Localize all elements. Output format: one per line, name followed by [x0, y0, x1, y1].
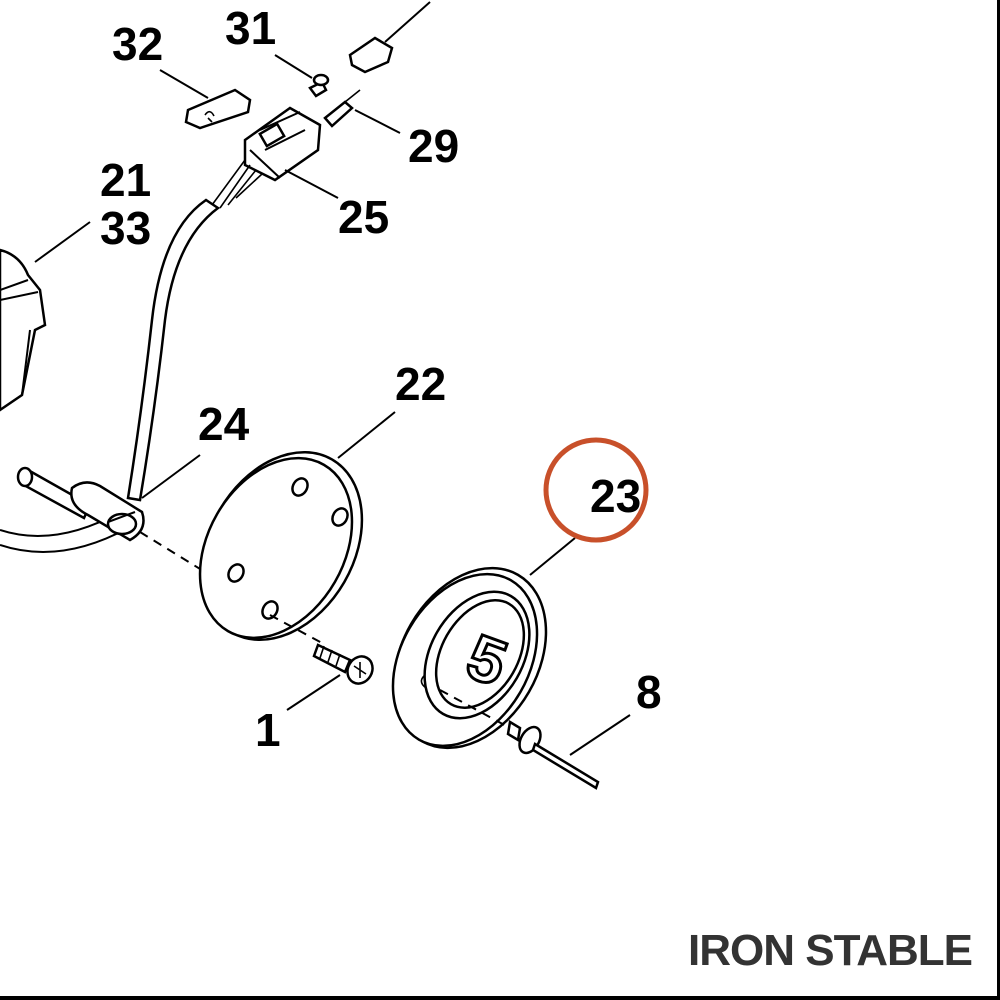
terminal-part [323, 89, 361, 128]
leader-25 [284, 169, 339, 199]
callout-8: 8 [636, 666, 662, 718]
callout-29: 29 [408, 120, 459, 172]
leader-23 [529, 537, 576, 576]
screw-part [312, 643, 374, 685]
callout-32: 32 [112, 18, 163, 70]
leader-32 [159, 69, 209, 99]
callout-1: 1 [255, 704, 281, 756]
badge-part: 5 [391, 566, 548, 750]
grommet-part [16, 466, 145, 542]
callout-33: 33 [100, 202, 151, 254]
leader-8 [569, 714, 631, 756]
callout-25: 25 [338, 191, 389, 243]
leader-1 [286, 674, 341, 711]
mounting-plate-part [198, 450, 364, 642]
callout-23: 23 [590, 470, 641, 522]
assembly-line-24-22 [139, 531, 206, 573]
cap-part [184, 88, 252, 130]
leader-21-33 [34, 221, 91, 263]
highlight-circle [543, 437, 649, 543]
plug-part [348, 36, 394, 74]
callout-24: 24 [198, 398, 250, 450]
leader-24 [141, 454, 201, 499]
right-border [997, 0, 1000, 1000]
connector-part [211, 106, 322, 209]
watermark-text: IRON STABLE [688, 926, 973, 975]
pin-part-31 [308, 73, 330, 98]
leader-31 [274, 54, 313, 79]
assembly-line-22-1 [269, 614, 323, 644]
leader-22 [337, 411, 396, 459]
assembly-line-23-8 [439, 689, 511, 729]
callout-31: 31 [225, 2, 276, 54]
housing-part [0, 248, 47, 412]
leader-top [384, 1, 431, 43]
bottom-border [0, 996, 1000, 1000]
callout-21: 21 [100, 154, 151, 206]
callout-22: 22 [395, 358, 446, 410]
rivet-part [506, 719, 600, 790]
leader-29 [354, 109, 401, 134]
